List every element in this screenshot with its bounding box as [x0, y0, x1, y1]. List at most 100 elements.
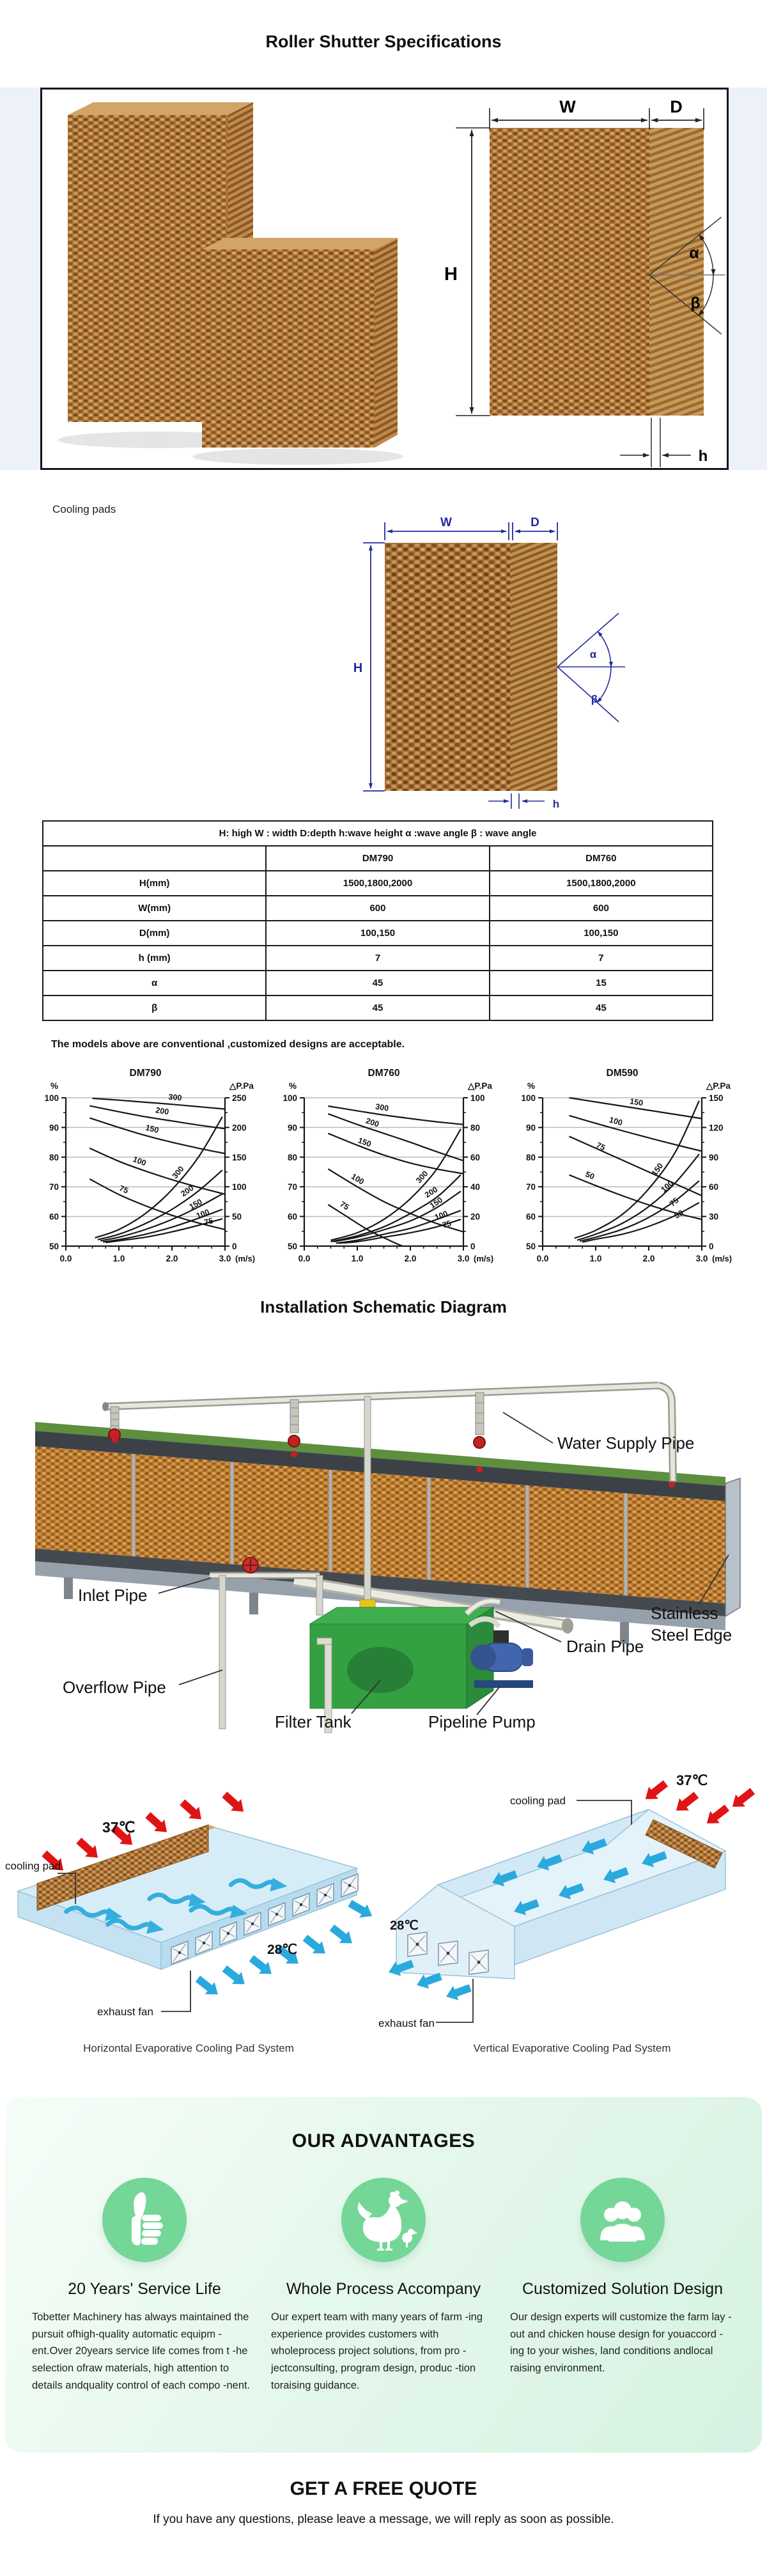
- curve-100-left: [327, 1168, 463, 1233]
- chart-title: DM590: [606, 1068, 638, 1079]
- x-axis-unit: (m/s): [235, 1254, 255, 1263]
- quote-section: GET A FREE QUOTE If you have any questio…: [0, 2453, 767, 2572]
- drop-pipe-1: [108, 1406, 121, 1441]
- curve-200-left: [89, 1105, 225, 1130]
- curve-label: 150: [357, 1136, 372, 1148]
- curve-label: 75: [338, 1199, 350, 1212]
- curve-100-left: [89, 1147, 225, 1195]
- svg-text:3.0: 3.0: [457, 1254, 469, 1263]
- people-icon: [580, 2178, 665, 2262]
- stainless-steel-edge-label-1: Stainless: [651, 1604, 718, 1623]
- svg-text:100: 100: [521, 1093, 536, 1103]
- curve-label: 50: [584, 1169, 595, 1181]
- svg-text:1.0: 1.0: [351, 1254, 363, 1263]
- svg-text:90: 90: [709, 1153, 718, 1162]
- advantage-title: 20 Years' Service Life: [68, 2280, 221, 2298]
- navy-dimension-lines: [363, 522, 625, 809]
- dim-d-label: D: [531, 516, 539, 529]
- svg-text:60: 60: [49, 1212, 58, 1222]
- svg-text:0: 0: [470, 1242, 476, 1251]
- spec-table: H: high W : width D:depth h:wave height …: [42, 820, 714, 1021]
- curve-150-left: [568, 1097, 702, 1120]
- spec-table-cell: h (mm): [42, 945, 267, 971]
- svg-text:0: 0: [709, 1242, 714, 1251]
- curve-100-right: [102, 1208, 222, 1243]
- dim-h-label: H: [444, 264, 458, 285]
- advantages-title: OUR ADVANTAGES: [291, 2130, 476, 2151]
- curve-75-left: [327, 1204, 403, 1247]
- curve-label: 300: [170, 1164, 185, 1180]
- cooling-pads-label: Cooling pads: [52, 503, 116, 515]
- svg-text:80: 80: [525, 1153, 535, 1162]
- dim-alpha-label: α: [689, 244, 699, 262]
- svg-text:70: 70: [525, 1182, 535, 1192]
- curve-label: 150: [649, 1162, 665, 1178]
- advantages-section: OUR ADVANTAGES 20 Years' Service Life To…: [5, 2097, 762, 2453]
- svg-text:2.0: 2.0: [642, 1254, 655, 1263]
- horizontal-system-drawing: 37℃ 28℃ cooling pad exhaust fan: [5, 1788, 376, 2018]
- quote-title: GET A FREE QUOTE: [290, 2478, 477, 2499]
- spec-table-cell: 45: [488, 995, 714, 1021]
- svg-text:150: 150: [709, 1093, 724, 1103]
- dim-beta-label: β: [591, 693, 598, 705]
- vertical-system-caption: Vertical Evaporative Cooling Pad System: [473, 2042, 671, 2054]
- curve-label: 100: [659, 1178, 675, 1194]
- svg-text:30: 30: [709, 1212, 718, 1222]
- svg-text:90: 90: [49, 1123, 58, 1132]
- svg-text:90: 90: [525, 1123, 535, 1132]
- svg-text:120: 120: [709, 1123, 724, 1132]
- vertical-system: 37℃ 28℃ cooling pad exhaust fan Vertical…: [377, 1758, 767, 2055]
- svg-text:50: 50: [287, 1242, 297, 1251]
- svg-text:70: 70: [49, 1182, 58, 1192]
- svg-text:3.0: 3.0: [219, 1254, 231, 1263]
- curve-150-right: [573, 1100, 700, 1239]
- drop-pipe-2: [288, 1399, 300, 1448]
- curve-label: 300: [375, 1102, 389, 1113]
- curve-100-left: [568, 1114, 702, 1152]
- curve-label: 100: [433, 1209, 449, 1222]
- stainless-steel-edge-label-2: Steel Edge: [651, 1625, 732, 1644]
- dim-w-label: W: [440, 516, 452, 529]
- svg-text:60: 60: [470, 1153, 480, 1162]
- advantage-service-life: 20 Years' Service Life Tobetter Machiner…: [32, 2178, 257, 2394]
- curve-label: 300: [167, 1093, 182, 1103]
- curve-75-right: [579, 1180, 700, 1242]
- spec-table-cell: 7: [488, 945, 714, 971]
- chart-title: DM790: [129, 1068, 161, 1079]
- spec-table-cell: 45: [265, 995, 490, 1021]
- temp-in-label: 37℃: [102, 1819, 135, 1836]
- svg-text:50: 50: [49, 1242, 58, 1251]
- installation-schematic: Water Supply Pipe Stainless Steel Edge D…: [0, 1325, 767, 1740]
- curve-label: 50: [672, 1208, 685, 1221]
- quote-text: If you have any questions, please leave …: [153, 2513, 614, 2526]
- dim-beta-label: β: [690, 294, 700, 312]
- curve-label: 200: [364, 1116, 380, 1129]
- advantage-text: Our design experts will customize the fa…: [510, 2311, 732, 2375]
- drain-pipe-label: Drain Pipe: [566, 1637, 644, 1656]
- curve-150-right: [332, 1190, 461, 1243]
- spec-table-column: DM760: [488, 845, 714, 871]
- curve-300-left: [91, 1097, 225, 1110]
- filter-tank: [309, 1598, 501, 1733]
- spec-table-cell: 15: [488, 970, 714, 996]
- curve-200-right: [330, 1174, 461, 1243]
- svg-text:50: 50: [525, 1242, 535, 1251]
- models-note: The models above are conventional ,custo…: [51, 1039, 405, 1050]
- product-figure: W D H α β: [0, 88, 767, 470]
- cooling-pad-label: cooling pad: [510, 1795, 566, 1807]
- chart-title: DM760: [368, 1068, 399, 1079]
- left-axis-label: %: [288, 1081, 296, 1091]
- curve-50-right: [582, 1201, 699, 1243]
- svg-text:200: 200: [232, 1123, 247, 1132]
- water-supply-pipe-label: Water Supply Pipe: [557, 1433, 694, 1453]
- curve-200-left: [327, 1113, 463, 1162]
- thumbs-up-icon: [102, 2178, 187, 2262]
- x-axis-unit: (m/s): [712, 1254, 732, 1263]
- spec-table-cell: 100,150: [488, 920, 714, 946]
- cooling-pad-label: cooling pad: [5, 1860, 61, 1872]
- cooling-pads-section: Cooling pads: [0, 470, 767, 815]
- curve-label: 75: [668, 1196, 681, 1208]
